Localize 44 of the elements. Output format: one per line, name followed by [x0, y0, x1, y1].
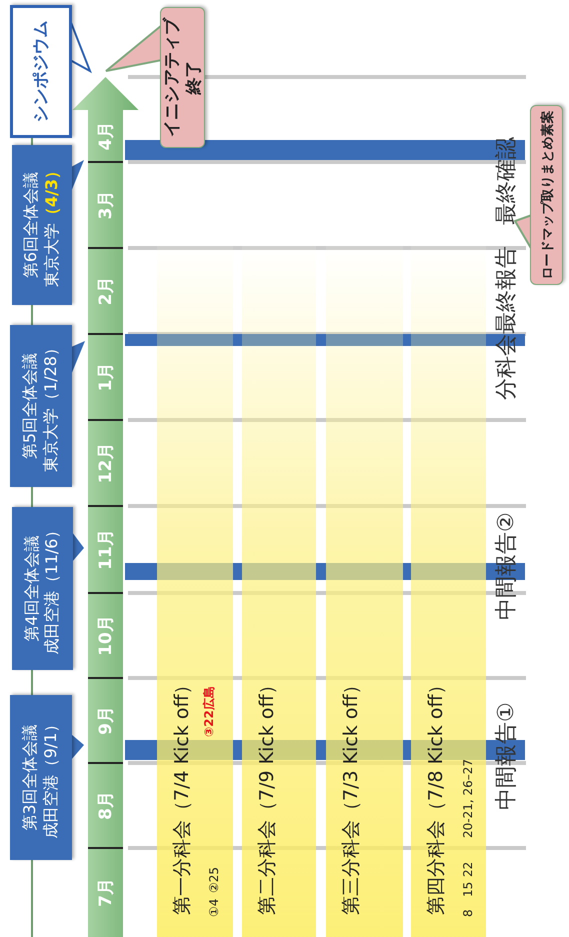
month-label: 7月: [95, 878, 117, 907]
meeting-callout: [12, 507, 73, 670]
month-label: 1月: [95, 362, 117, 392]
callout-text: シンポジウム: [30, 20, 51, 122]
callout-text: ロードマップ取りまとめ素案: [540, 110, 556, 280]
callout-text: 第5回全体会議: [20, 352, 40, 460]
month-label: 2月: [95, 276, 117, 306]
month-label: 4月: [95, 122, 117, 150]
callout-text: 成田空港（9/1）: [41, 716, 60, 838]
callout-text: 第4回全体会議: [22, 535, 41, 642]
date-note: ②25: [207, 866, 221, 893]
date-note: 15: [461, 882, 475, 897]
date-note: 8: [461, 909, 475, 917]
milestone-label: 最終確認: [493, 137, 520, 225]
month-label: 9月: [95, 706, 117, 735]
date-note: ①4: [207, 898, 221, 917]
milestone-label: 中間報告①: [493, 702, 520, 810]
milestone-label: 分科会最終報告: [493, 246, 520, 400]
callout-text: 成田空港（11/6）: [42, 522, 62, 654]
column-title: 第二分科会（7/9 Kick off）: [255, 675, 279, 915]
month-label: 8月: [95, 791, 117, 820]
date-note: 22: [461, 862, 475, 877]
month-label: 11月: [95, 529, 117, 570]
subcommittee-column: [411, 245, 486, 937]
callout-text: 第6回全体会議: [21, 172, 40, 278]
column-title: 第三分科会（7/3 Kick off）: [339, 675, 363, 915]
column-title: 第四分科会（7/8 Kick off）: [424, 675, 448, 915]
month-label: 12月: [95, 442, 117, 484]
subcommittee-column: [157, 245, 233, 937]
callout-text: 東京大学: [42, 223, 61, 288]
callout-text: 東京大学（1/28）: [41, 340, 60, 472]
date-note: ③22広島: [201, 686, 217, 737]
date-note: 20-21, 26–27: [461, 758, 475, 838]
meeting-callout: [10, 695, 72, 860]
subcommittee-column: [326, 245, 403, 937]
month-label: 3月: [95, 190, 117, 220]
column-title: 第一分科会（7/4 Kick off）: [170, 675, 194, 915]
month-timeline-band: [72, 76, 139, 937]
milestone-label: 中間報告②: [493, 512, 520, 620]
callout-text: 第3回全体会議: [20, 724, 40, 831]
callout-text: （4/3）: [42, 162, 61, 224]
subcommittee-column: [242, 245, 316, 937]
month-label: 10月: [95, 615, 117, 656]
callout-text: イニシアティブ終了: [161, 18, 204, 137]
